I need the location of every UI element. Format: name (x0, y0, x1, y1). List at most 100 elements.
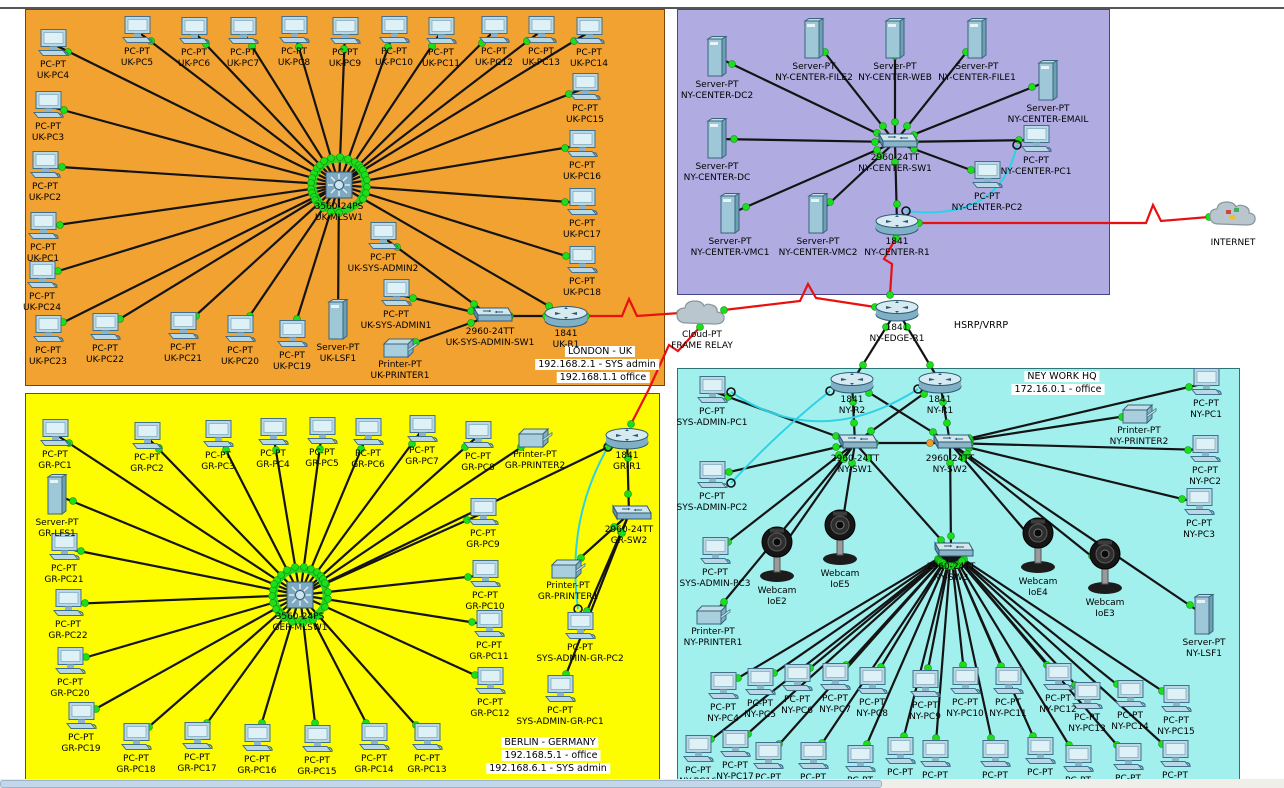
device-ny-pc25[interactable] (1061, 745, 1095, 779)
device-ny-pc26[interactable] (1111, 743, 1145, 777)
link-NY-SW3-NY-PC24[interactable] (949, 550, 1042, 753)
device-ny-sw3[interactable] (928, 541, 974, 565)
link-UK-MLSW1-UK-PC12[interactable] (338, 30, 495, 186)
device-ny-center-dc[interactable] (705, 117, 729, 164)
device-ny-center-pc1[interactable] (1019, 125, 1053, 159)
device-uk-pc15[interactable] (568, 73, 602, 107)
device-ioe3[interactable] (1084, 538, 1126, 600)
console-link-SYS-ADMIN-PC1-NY-R1[interactable] (730, 388, 919, 423)
device-gr-pc18[interactable] (119, 723, 153, 757)
link-NY-SW3-NY-PC10[interactable] (949, 550, 967, 683)
device-ny-pc13[interactable] (1070, 682, 1104, 716)
link-UK-MLSW1-UK-PC15[interactable] (338, 86, 586, 187)
device-ny-pc14[interactable] (1113, 680, 1147, 714)
link-UK-MLSW1-UK-PC4[interactable] (52, 43, 340, 186)
device-gr-pc8[interactable] (461, 421, 495, 455)
link-GER-MLSW1-GR-PC2[interactable] (146, 436, 301, 596)
device-ny-edge-r1[interactable] (874, 298, 920, 326)
link-NY-SW2-NY-PC2[interactable] (949, 441, 1206, 452)
link-NY-SW3-NY-PC23[interactable] (949, 550, 997, 756)
link-NY-CENTER-SW1-NY-CENTER-DC2[interactable] (716, 56, 896, 143)
device-gr-sw2[interactable] (606, 504, 652, 528)
link-GER-MLSW1-GR-LFS1[interactable] (56, 493, 301, 597)
device-ger-mlsw1[interactable] (284, 579, 316, 615)
device-uk-pc3[interactable] (31, 91, 65, 125)
link-UK-MLSW1-UK-PC2[interactable] (44, 164, 340, 187)
link-NY-SW3-NY-PC5[interactable] (759, 550, 952, 684)
link-UK-MLSW1-UK-PC24[interactable] (41, 183, 340, 278)
device-sys-admin-pc2[interactable] (695, 461, 729, 495)
device-ny-r2[interactable] (829, 370, 875, 398)
device-uk-sys-admin1[interactable] (379, 279, 413, 313)
device-uk-pc16[interactable] (565, 130, 599, 164)
link-GER-MLSW1-GR-PC7[interactable] (299, 429, 423, 596)
link-NY-EDGE-R1-NY-R2[interactable] (851, 309, 898, 383)
device-gr-pc16[interactable] (240, 724, 274, 758)
device-gr-pc7[interactable] (405, 415, 439, 449)
device-ny-pc1[interactable] (1189, 368, 1223, 402)
device-gr-printer1[interactable] (550, 558, 586, 584)
device-uk-pc21[interactable] (166, 312, 200, 346)
device-frame-relay[interactable] (673, 296, 731, 334)
link-NY-SW3-NY-PC9[interactable] (923, 550, 953, 686)
device-ny-pc9[interactable] (908, 670, 942, 704)
link-NY-SW3-NY-PC14[interactable] (950, 550, 1131, 696)
link-NY-SW3-NY-PC27[interactable] (950, 550, 1176, 756)
serial-link-FRAME-RELAY-GR-R1[interactable] (630, 326, 701, 425)
link-UK-MLSW1-UK-PC6[interactable] (193, 31, 340, 186)
device-gr-pc9[interactable] (466, 498, 500, 532)
device-ny-pc6[interactable] (780, 664, 814, 698)
link-UK-MLSW1-UK-PC5[interactable] (136, 30, 340, 186)
scrollbar-thumb[interactable] (0, 780, 882, 788)
device-ny-pc5[interactable] (743, 668, 777, 702)
device-gr-pc3[interactable] (201, 420, 235, 454)
device-sys-admin-pc3[interactable] (698, 537, 732, 571)
device-uk-pc13[interactable] (524, 16, 558, 50)
device-uk-lsf1[interactable] (326, 298, 350, 345)
device-gr-pc4[interactable] (256, 418, 290, 452)
device-ny-r1[interactable] (917, 370, 963, 398)
link-UK-MLSW1-UK-PC23[interactable] (47, 184, 340, 331)
link-NY-SW3-NY-PC25[interactable] (950, 550, 1079, 761)
device-uk-pc5[interactable] (120, 16, 154, 50)
link-NY-SW3-NY-PC19[interactable] (812, 550, 952, 758)
device-gr-pc10[interactable] (468, 560, 502, 594)
device-gr-pc22[interactable] (51, 589, 85, 623)
device-ny-pc18[interactable] (751, 742, 785, 776)
device-ny-pc16[interactable] (681, 735, 715, 769)
link-NY-SW3-NY-PC8[interactable] (871, 550, 952, 683)
device-sys-admin-gr-pc1[interactable] (543, 675, 577, 709)
device-ny-sw1[interactable] (832, 433, 878, 457)
link-GR-SW2-GR-R1[interactable] (625, 437, 631, 515)
link-NY-SW2-NY-PRINTER2[interactable] (949, 412, 1140, 445)
device-gr-pc12[interactable] (473, 667, 507, 701)
device-ny-lsf1[interactable] (1192, 593, 1216, 640)
link-NY-SW1-NY-SW3[interactable] (854, 442, 952, 552)
link-UK-MLSW1-UK-PC13[interactable] (338, 30, 542, 186)
link-NY-SW2-NY-PC3[interactable] (949, 441, 1200, 505)
device-ny-pc27[interactable] (1158, 740, 1192, 774)
device-uk-pc6[interactable] (177, 17, 211, 51)
device-ny-pc4[interactable] (706, 672, 740, 706)
link-NY-SW1-SYS-ADMIN-PC3[interactable] (714, 442, 856, 553)
device-uk-r1[interactable] (543, 304, 589, 332)
link-GER-MLSW1-GR-PC20[interactable] (69, 593, 301, 664)
device-uk-pc7[interactable] (226, 17, 260, 51)
link-NY-EDGE-R1-NY-R1[interactable] (896, 309, 941, 383)
link-NY-SW3-NY-PC26[interactable] (950, 550, 1129, 759)
device-gr-pc6[interactable] (351, 418, 385, 452)
device-gr-pc5[interactable] (305, 417, 339, 451)
device-ny-pc20[interactable] (843, 745, 877, 779)
link-GER-MLSW1-GR-PRINTER2[interactable] (299, 437, 536, 596)
device-ioe5[interactable] (819, 509, 861, 571)
device-uk-pc17[interactable] (565, 188, 599, 222)
device-ny-printer1[interactable] (695, 604, 731, 630)
device-uk-pc20[interactable] (223, 315, 257, 349)
link-NY-SW3-NY-PC20[interactable] (858, 550, 953, 761)
device-ny-pc15[interactable] (1159, 685, 1193, 719)
device-uk-mlsw1[interactable] (323, 169, 355, 205)
link-UK-MLSW1-UK-PC16[interactable] (338, 143, 583, 187)
device-uk-pc1[interactable] (26, 212, 60, 246)
device-ny-pc8[interactable] (855, 667, 889, 701)
console-link-NY-CENTER-PC1-NY-CENTER-R1[interactable] (905, 144, 1018, 214)
